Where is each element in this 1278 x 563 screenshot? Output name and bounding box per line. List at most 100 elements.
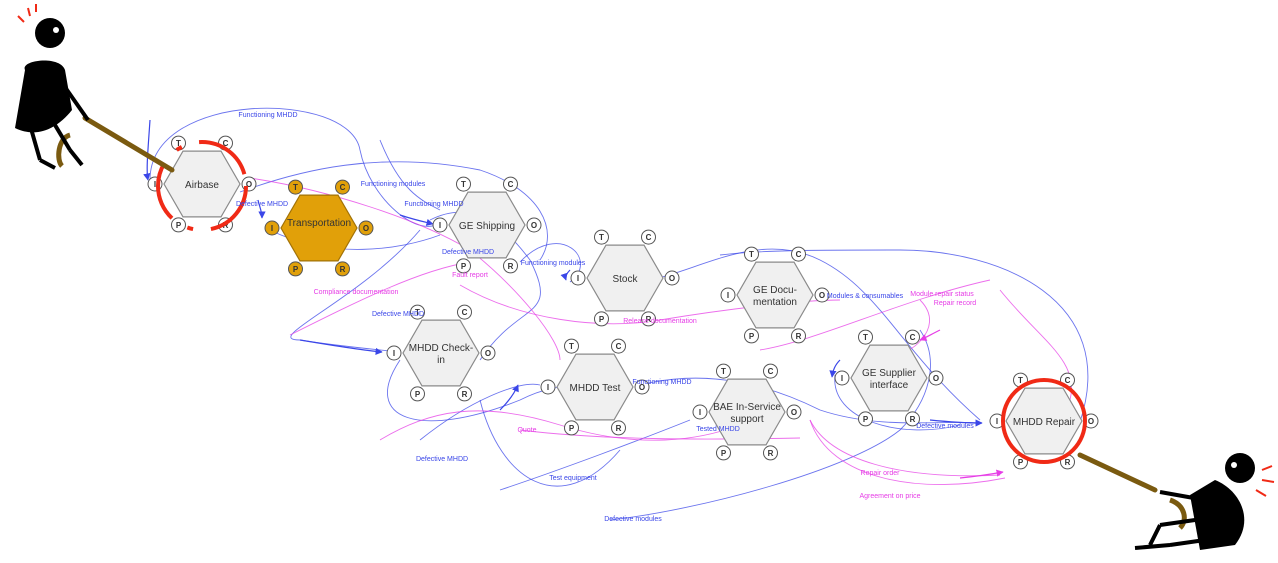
flow-label-output: Release documentation — [623, 318, 697, 325]
port-output: O — [526, 217, 542, 233]
port-precondition: P — [858, 411, 873, 427]
module-hexagon — [556, 353, 634, 421]
port-input: I — [432, 217, 448, 233]
port-letter: O — [933, 374, 939, 383]
input-flow-curve — [639, 377, 981, 424]
flow-arrow — [959, 469, 1004, 479]
output-flow-curve — [289, 261, 471, 336]
port-letter: R — [796, 332, 802, 341]
flow-label-input: Functioning modules — [521, 260, 586, 267]
left-person-icon — [15, 4, 175, 173]
port-letter: I — [577, 274, 579, 283]
port-letter: O — [485, 349, 491, 358]
flow-arrow — [299, 339, 383, 355]
port-time: T — [858, 329, 873, 345]
input-flow-curve — [419, 383, 541, 441]
port-letter: I — [699, 408, 701, 417]
port-precondition: P — [456, 258, 471, 274]
module-label: Transportation — [287, 218, 351, 229]
flow-arrow — [499, 384, 519, 411]
flow-label-input: Defective modules — [916, 423, 974, 430]
flow-label-input: Modules & consumables — [827, 293, 904, 300]
output-flow-curve — [809, 419, 1006, 485]
head — [1225, 453, 1255, 483]
port-output: O — [928, 370, 944, 386]
port-letter: I — [547, 383, 549, 392]
port-time: T — [594, 229, 609, 245]
port-letter: O — [1088, 417, 1094, 426]
port-letter: T — [176, 139, 181, 148]
port-letter: T — [721, 367, 726, 376]
port-resource: R — [457, 386, 472, 402]
port-resource: R — [335, 261, 350, 277]
port-letter: C — [796, 250, 802, 259]
port-letter: T — [569, 342, 574, 351]
module-hexagon — [1005, 387, 1083, 455]
port-input: I — [692, 404, 708, 420]
port-time: T — [410, 304, 425, 320]
port-input: I — [540, 379, 556, 395]
flow-arrow — [919, 329, 941, 341]
input-flow-curve — [719, 249, 1089, 423]
port-precondition: P — [171, 217, 186, 233]
background-curves — [149, 107, 1089, 521]
port-letter: R — [910, 415, 916, 424]
right-person-icon — [1077, 452, 1275, 550]
input-flow-curve — [290, 229, 421, 353]
flow-label-input: Functioning MHDD — [238, 112, 297, 119]
flow-label-output: Repair record — [934, 300, 977, 307]
port-letter: I — [271, 224, 273, 233]
port-input: I — [834, 370, 850, 386]
port-letter: P — [176, 221, 182, 230]
port-letter: P — [863, 415, 869, 424]
input-flow-curve — [239, 161, 548, 261]
rope — [1077, 452, 1158, 493]
flow-label-input: Test equipment — [549, 475, 597, 482]
stress-marks — [17, 4, 37, 23]
flow-label-input: Defective MHDD — [372, 311, 424, 318]
port-letter: T — [749, 250, 754, 259]
port-letter: O — [363, 224, 369, 233]
port-control: C — [791, 246, 806, 262]
port-resource: R — [905, 411, 920, 427]
port-letter: T — [415, 308, 420, 317]
port-letter: T — [1018, 376, 1023, 385]
module-label: GE Shipping — [459, 221, 515, 232]
flow-label-input: Tested MHDD — [696, 426, 740, 433]
port-letter: P — [293, 265, 299, 274]
port-output: O — [786, 404, 802, 420]
port-resource: R — [611, 420, 626, 436]
port-control: C — [905, 329, 920, 345]
port-time: T — [716, 363, 731, 379]
port-letter: R — [462, 390, 468, 399]
input-flow-curve — [609, 329, 931, 521]
port-letter: I — [996, 417, 998, 426]
port-resource: R — [791, 328, 806, 344]
port-letter: P — [415, 390, 421, 399]
flow-label-input: Defective MHDD — [442, 249, 494, 256]
output-flow-curve — [999, 289, 1072, 401]
flow-label-output: Agreement on price — [859, 493, 920, 500]
port-letter: P — [1018, 458, 1024, 467]
port-control: C — [503, 176, 518, 192]
port-output: O — [358, 220, 374, 236]
body — [15, 60, 72, 133]
port-precondition: P — [594, 311, 609, 327]
output-flow-curve — [809, 419, 1001, 477]
rope — [82, 115, 175, 173]
port-time: T — [564, 338, 579, 354]
